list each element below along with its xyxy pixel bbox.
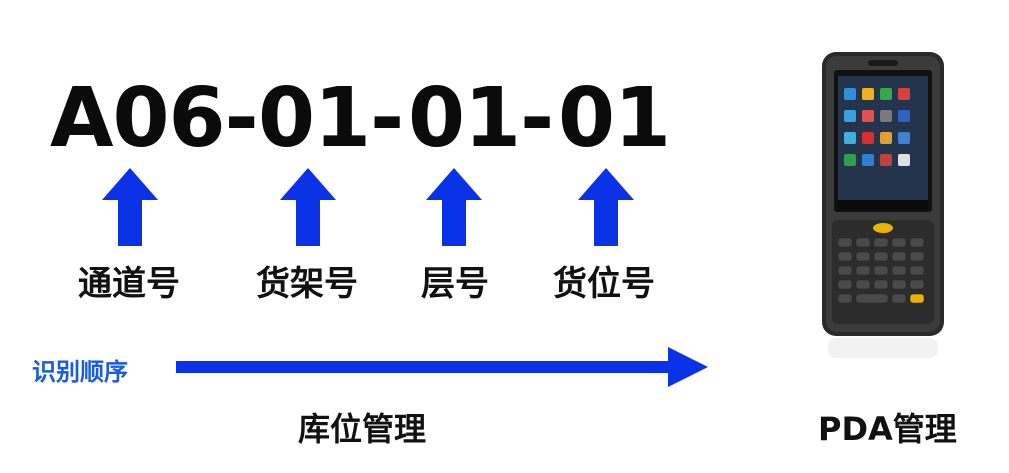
code-segment-slot: 01 <box>558 71 671 166</box>
caption-location-management: 库位管理 <box>298 410 427 448</box>
arrow-up-icon <box>280 168 336 246</box>
arrow-up-icon <box>426 168 482 246</box>
code-segment-layer: 01- <box>408 71 554 166</box>
label-slot-number: 货位号 <box>553 264 655 304</box>
code-segment-shelf: 01- <box>258 71 404 166</box>
code-segment-aisle: A06- <box>50 71 259 166</box>
caption-pda-management: PDA管理 <box>818 410 957 448</box>
arrow-up-icon <box>578 168 634 246</box>
arrow-right-icon <box>176 347 708 387</box>
label-shelf-number: 货架号 <box>256 264 358 304</box>
label-aisle-number: 通道号 <box>78 264 180 304</box>
identification-order-label: 识别顺序 <box>32 358 128 386</box>
pda-device-icon <box>822 52 944 358</box>
arrow-up-icon <box>102 168 158 246</box>
label-layer-number: 层号 <box>421 264 489 304</box>
